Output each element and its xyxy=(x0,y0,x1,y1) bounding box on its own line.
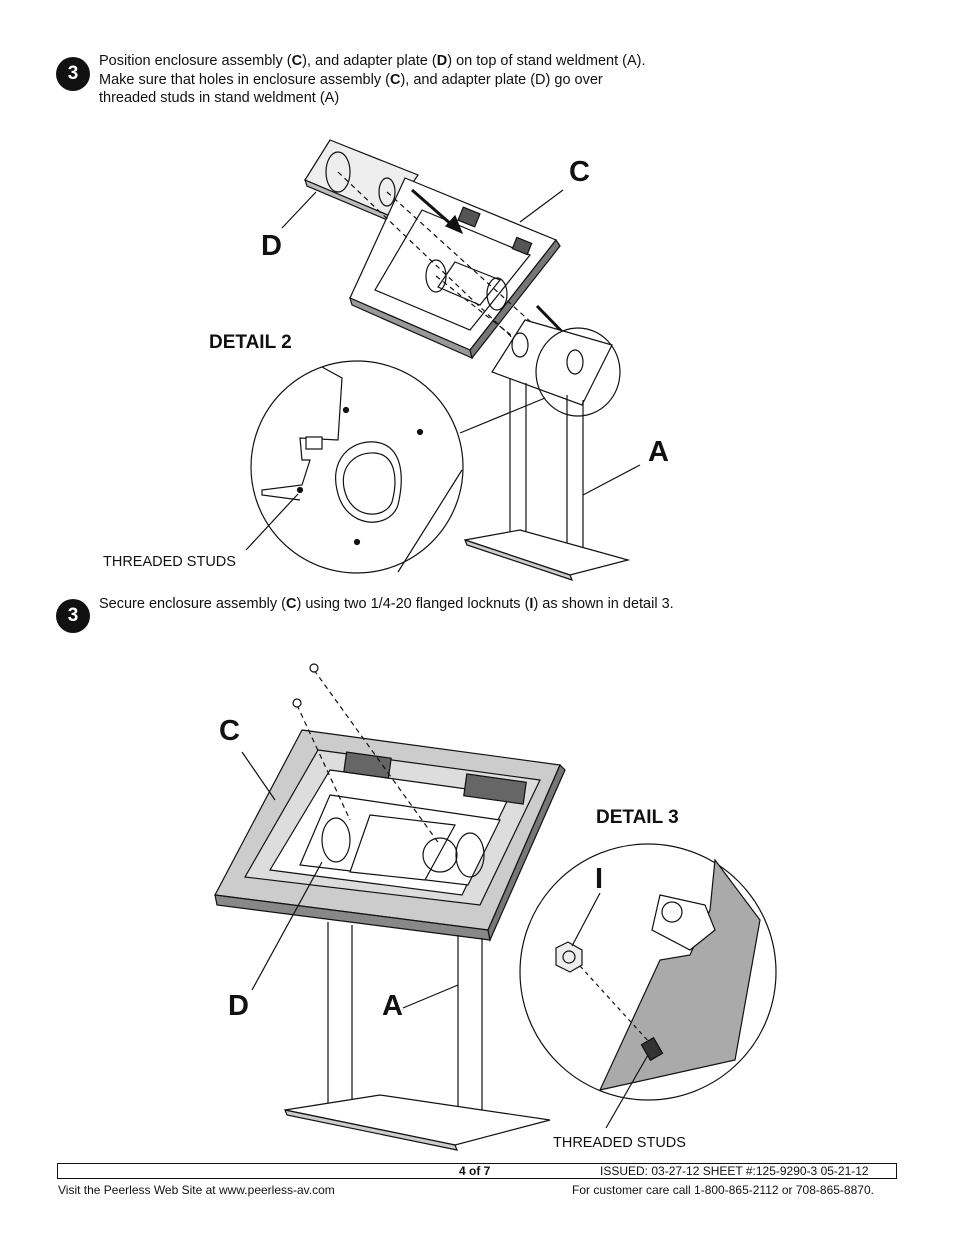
issue-info: ISSUED: 03-27-12 SHEET #:125-9290-3 05-2… xyxy=(600,1164,869,1178)
callout-i: I xyxy=(595,863,604,895)
step-number-badge: 3 xyxy=(56,57,90,91)
enclosure-assembled-drawing xyxy=(214,729,566,942)
threaded-studs-label: THREADED STUDS xyxy=(553,1135,686,1151)
page-number: 4 of 7 xyxy=(459,1164,491,1178)
customer-care-note: For customer care call 1-800-865-2112 or… xyxy=(572,1183,874,1197)
callout-a: A xyxy=(382,990,403,1022)
callout-c: C xyxy=(219,715,240,747)
callout-d: D xyxy=(228,990,249,1022)
instruction-line: threaded studs in stand weldment (A) xyxy=(99,90,340,106)
step-number-badge: 3 xyxy=(56,599,90,633)
enclosure-drawing xyxy=(349,177,561,360)
footer-box xyxy=(57,1163,897,1179)
callout-d: D xyxy=(261,230,282,262)
website-note: Visit the Peerless Web Site at www.peerl… xyxy=(58,1183,335,1197)
detail-2-title: DETAIL 2 xyxy=(209,332,292,353)
callout-a: A xyxy=(648,436,669,468)
threaded-studs-label: THREADED STUDS xyxy=(103,554,236,570)
step-instruction: Position enclosure assembly (C), and ada… xyxy=(99,52,799,108)
step-instruction: Secure enclosure assembly (C) using two … xyxy=(99,596,674,612)
step-number: 3 xyxy=(67,605,79,626)
instruction-line: Make sure that holes in enclosure assemb… xyxy=(99,71,603,88)
step-number: 3 xyxy=(67,63,79,84)
instruction-line: Position enclosure assembly (C), and ada… xyxy=(99,53,646,69)
callout-c: C xyxy=(569,156,590,188)
adapter-plate-drawing xyxy=(304,139,419,224)
detail-3-title: DETAIL 3 xyxy=(596,807,679,828)
